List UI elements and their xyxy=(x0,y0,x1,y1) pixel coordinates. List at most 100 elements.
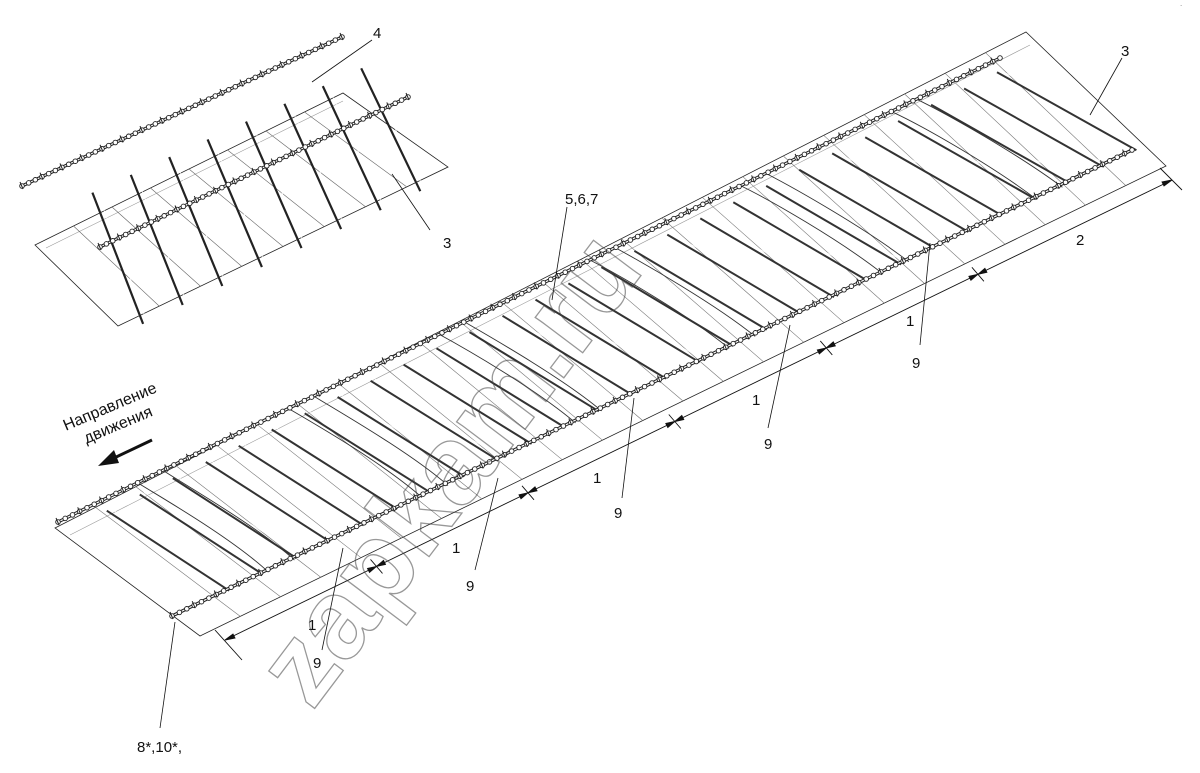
main-chain-lower-link xyxy=(959,229,965,236)
inset-plate xyxy=(34,92,449,327)
main-band-edge xyxy=(614,247,756,337)
main-chain-upper-pin xyxy=(446,325,451,333)
label-part-9-c: 9 xyxy=(614,505,622,522)
main-chain-lower-pin xyxy=(634,386,639,394)
inset-chain-upper-link xyxy=(132,130,139,136)
inset-chain-lower-pin xyxy=(367,111,371,119)
main-band-edge xyxy=(588,259,730,349)
inset-chain-lower-link xyxy=(373,109,379,116)
main-chain-upper-link xyxy=(939,83,945,90)
main-bar-hl xyxy=(440,346,570,426)
main-plate-seam xyxy=(338,383,482,500)
main-chain-upper-pin xyxy=(751,175,756,183)
main-chain-lower-link xyxy=(250,573,256,580)
inset-chain-upper xyxy=(19,32,345,190)
main-chain-upper-pin xyxy=(229,432,234,440)
main-bar-hl xyxy=(539,297,671,377)
main-chain-upper-pin xyxy=(772,164,777,172)
main-chain-lower-link xyxy=(1114,154,1120,160)
main-chain-lower-pin xyxy=(679,364,683,372)
main-plate-seam xyxy=(176,465,321,578)
main-chain-upper-pin xyxy=(338,378,343,386)
label-part-567: 5,6,7 xyxy=(565,191,598,208)
main-chain-lower-link xyxy=(486,459,493,465)
main-chain-upper-link xyxy=(714,194,721,200)
inset-bar-hl xyxy=(326,83,386,209)
main-chain-lower-link xyxy=(671,369,677,375)
main-plate-seam xyxy=(418,341,563,461)
inset-chain-upper-link xyxy=(72,158,79,164)
inset-chain-lower xyxy=(97,92,411,251)
main-chain-upper-link xyxy=(301,397,308,404)
main-bar xyxy=(930,103,1070,184)
main-conveyor xyxy=(54,31,1167,637)
inset-chain-lower-link xyxy=(244,172,251,178)
main-bar xyxy=(238,444,365,527)
dim-arrowhead xyxy=(826,341,836,349)
main-chain-lower-link xyxy=(804,304,810,311)
main-chain-upper-link xyxy=(562,269,568,275)
inset-bar-hl xyxy=(172,154,227,285)
main-chain-upper-link xyxy=(830,137,837,143)
main-chain-lower-pin xyxy=(656,375,661,383)
label-part-4: 4 xyxy=(373,25,381,42)
main-chain-lower-link xyxy=(427,487,434,494)
direction-arrow-icon xyxy=(98,438,153,466)
main-chain-upper-link xyxy=(221,437,228,443)
inset-section-view xyxy=(19,32,449,327)
inset-plate-seam xyxy=(150,187,242,267)
main-bar-hl xyxy=(836,151,973,231)
inset-chain-lower-link xyxy=(199,194,206,200)
inset-chain-upper-pin xyxy=(119,135,124,143)
main-chain-upper-link xyxy=(917,94,924,101)
main-chain-lower-link xyxy=(649,380,655,386)
inset-chain-lower-link xyxy=(187,200,193,207)
inset-chain-lower-link xyxy=(334,128,341,135)
main-chain-upper-link xyxy=(801,151,808,158)
inset-chain-lower-link xyxy=(122,231,129,238)
inset-chain-upper-pin xyxy=(39,172,44,180)
main-chain-upper-link xyxy=(852,126,858,133)
inset-chain-lower-link xyxy=(302,144,309,150)
label-part-1-b: 1 xyxy=(752,392,760,409)
main-chain-upper-link xyxy=(671,215,677,222)
inset-chain-lower-link xyxy=(103,241,110,247)
main-chain-upper-link xyxy=(134,479,141,486)
main-chain-upper-link xyxy=(584,258,590,265)
inset-chain-upper-pin xyxy=(139,125,144,134)
main-band-edge xyxy=(890,110,1037,200)
main-chain-upper-link xyxy=(388,355,395,361)
inset-chain-upper-link xyxy=(172,111,179,118)
main-bar xyxy=(271,428,398,510)
main-chain-lower-link xyxy=(841,287,847,293)
main-bar-hl xyxy=(110,508,234,589)
main-chain-lower-link xyxy=(265,566,271,573)
main-plate-seam xyxy=(95,507,241,617)
main-chain-lower-link xyxy=(737,337,744,343)
label-part-1-a: 1 xyxy=(906,313,914,330)
inset-chain-lower-pin xyxy=(97,242,102,251)
inset-chain-lower-link xyxy=(110,238,116,244)
inset-plate-seam xyxy=(111,206,201,287)
inset-chain-upper-link xyxy=(285,59,292,65)
main-bar-hl xyxy=(770,183,906,263)
main-chain-upper-link xyxy=(352,372,358,379)
main-chain-upper-pin xyxy=(620,239,625,247)
main-chain-upper-link xyxy=(613,244,619,250)
main-bar-hl xyxy=(1000,69,1141,149)
inset-chain-upper-pin xyxy=(319,42,324,50)
main-chain-lower-pin xyxy=(568,418,573,426)
label-part-9-b: 9 xyxy=(764,436,772,453)
main-chain-upper-link xyxy=(591,255,597,261)
main-chain-upper-link xyxy=(461,319,467,325)
main-chain-upper-link xyxy=(279,408,286,415)
main-chain-lower-link xyxy=(206,595,212,601)
inset-chain-lower-link xyxy=(225,181,232,188)
main-chain-lower-link xyxy=(892,261,899,268)
dim-arrowhead xyxy=(665,421,676,429)
main-chain-lower-pin xyxy=(346,525,351,534)
inset-bar-hl xyxy=(134,172,188,304)
main-chain-lower-link xyxy=(228,584,234,591)
main-chain-lower-link xyxy=(848,283,855,289)
